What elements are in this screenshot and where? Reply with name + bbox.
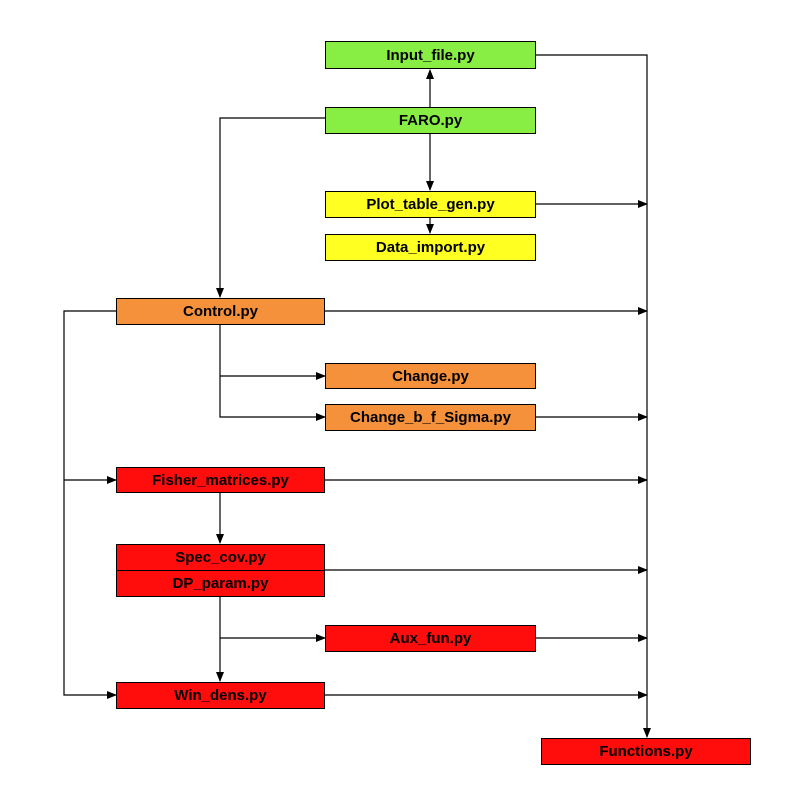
node-input-file: Input_file.py bbox=[325, 41, 536, 69]
edge-control-change-b-f-sigma bbox=[219, 325, 326, 421]
edge-input-file-functions bbox=[536, 54, 651, 738]
node-label: Fisher_matrices.py bbox=[152, 471, 289, 489]
node-spec-cov: Spec_cov.py bbox=[117, 545, 324, 570]
node-label: FARO.py bbox=[398, 112, 463, 129]
node-plot-table-gen: Plot_table_gen.py bbox=[325, 191, 536, 218]
node-label: Aux_fun.py bbox=[389, 630, 472, 647]
node-functions: Functions.py bbox=[541, 738, 751, 765]
node-label: Win_dens.py bbox=[174, 687, 267, 704]
node-label: Data_import.py bbox=[375, 239, 486, 256]
node-aux-fun: Aux_fun.py bbox=[325, 625, 536, 652]
node-label: Change.py bbox=[392, 367, 469, 385]
node-label: Change_b_f_Sigma.py bbox=[350, 409, 511, 426]
node-label: Spec_cov.py bbox=[175, 549, 266, 566]
edge-control-win-dens bbox=[63, 310, 117, 699]
node-change: Change.py bbox=[325, 363, 536, 389]
node-label: Functions.py bbox=[599, 743, 693, 760]
node-label: DP_param.py bbox=[172, 575, 269, 592]
node-label: Input_file.py bbox=[386, 46, 475, 64]
node-label: Plot_table_gen.py bbox=[366, 196, 495, 213]
node-dp-param: DP_param.py bbox=[117, 570, 324, 596]
node-control: Control.py bbox=[116, 298, 325, 325]
node-spec-cov-dp-param: Spec_cov.py DP_param.py bbox=[116, 544, 325, 597]
edge-faro-control bbox=[216, 117, 325, 298]
node-data-import: Data_import.py bbox=[325, 234, 536, 261]
node-faro: FARO.py bbox=[325, 107, 536, 134]
node-change-b-f-sigma: Change_b_f_Sigma.py bbox=[325, 404, 536, 431]
node-label: Control.py bbox=[183, 303, 258, 320]
node-win-dens: Win_dens.py bbox=[116, 682, 325, 709]
node-fisher-matrices: Fisher_matrices.py bbox=[116, 467, 325, 493]
